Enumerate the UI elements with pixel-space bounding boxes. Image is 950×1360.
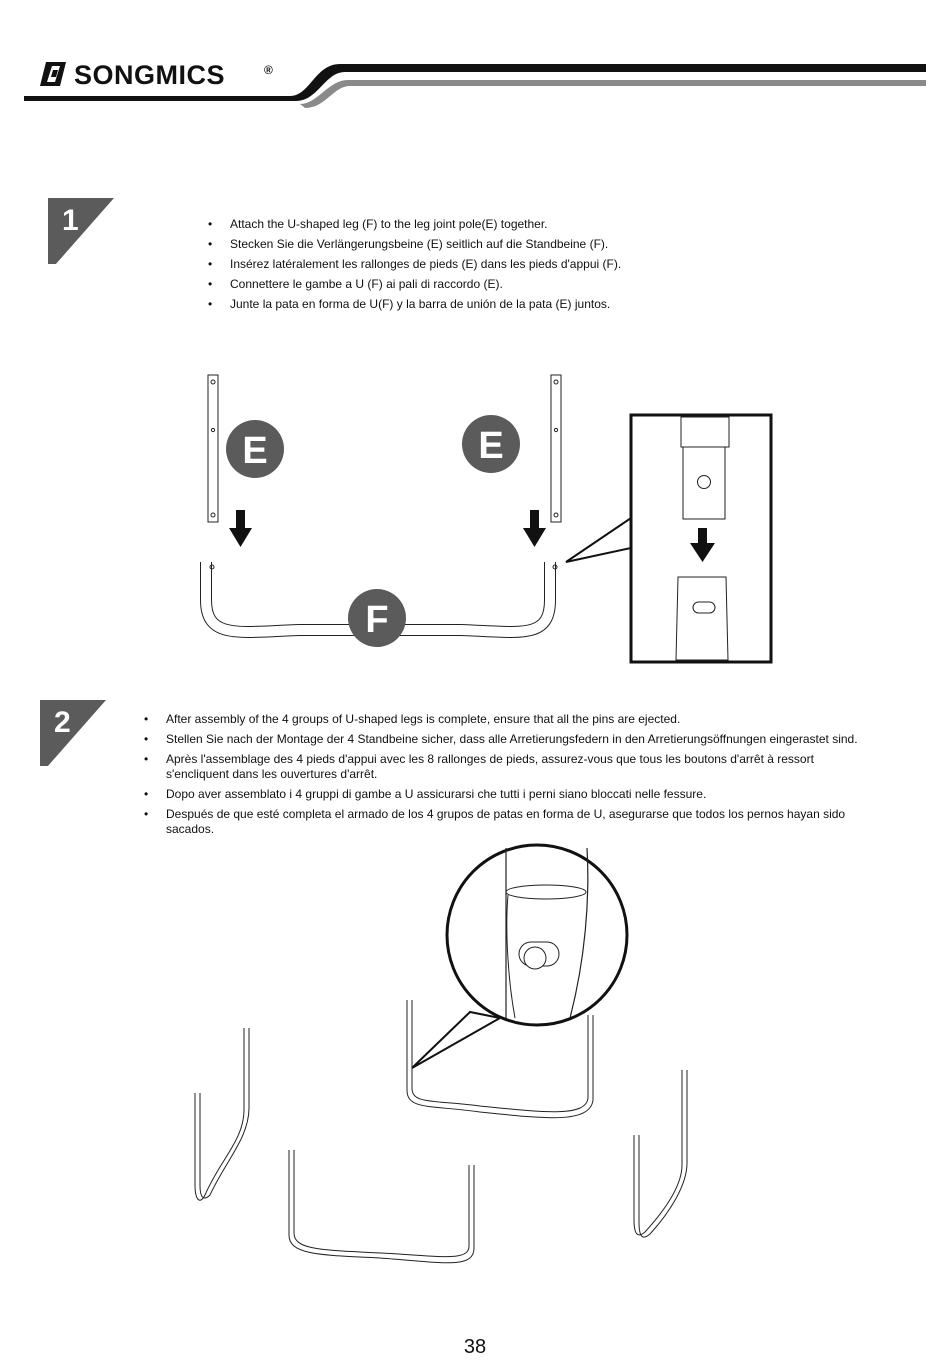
arrow-down-icon (229, 510, 252, 547)
brand-name: SONGMICS (74, 60, 226, 90)
step-1-item: Junte la pata en forma de U(F) y la barr… (208, 297, 848, 312)
step-1-number: 1 (62, 204, 79, 237)
u-leg-assembly-right (633, 1070, 688, 1238)
label-e-right-circle (462, 415, 520, 473)
u-leg-assembly-bottom (288, 1150, 475, 1264)
step-2-item: Después de que esté completa el armado d… (144, 807, 874, 837)
step-2-number: 2 (54, 706, 71, 739)
label-e-right: E (478, 425, 503, 467)
label-f: F (365, 599, 388, 641)
u-leg-assembly-left (194, 1028, 250, 1201)
step-2-item: Stellen Sie nach der Montage der 4 Stand… (144, 732, 874, 747)
registered-mark: ® (264, 63, 273, 77)
right-pole-e (550, 374, 562, 523)
page-number: 38 (463, 1336, 487, 1358)
label-e-left: E (242, 430, 267, 472)
step-1-item: Insérez latéralement les rallonges de pi… (208, 257, 848, 272)
u-leg-assembly-top (406, 1000, 594, 1119)
label-e-left-circle (226, 420, 284, 478)
step-1-item: Attach the U-shaped leg (F) to the leg j… (208, 217, 848, 232)
step-2-instructions: After assembly of the 4 groups of U-shap… (144, 712, 874, 842)
step-1-instructions: Attach the U-shaped leg (F) to the leg j… (208, 217, 848, 317)
detail-zoom-box (565, 413, 773, 664)
label-f-circle (348, 589, 406, 647)
step-1-illustration: E E F (200, 374, 773, 664)
brand-logo-icon (24, 62, 926, 108)
step-2-item: After assembly of the 4 groups of U-shap… (144, 712, 874, 727)
step-1-item: Connettere le gambe a U (F) ai pali di r… (208, 277, 848, 292)
pin-detail-callout (411, 843, 629, 1069)
step-2-item: Après l'assemblage des 4 pieds d'appui a… (144, 752, 874, 782)
left-pole-e (207, 374, 219, 523)
arrow-down-icon (523, 510, 546, 547)
step-2-item: Dopo aver assemblato i 4 gruppi di gambe… (144, 787, 874, 802)
step-1-item: Stecken Sie die Verlängerungsbeine (E) s… (208, 237, 848, 252)
